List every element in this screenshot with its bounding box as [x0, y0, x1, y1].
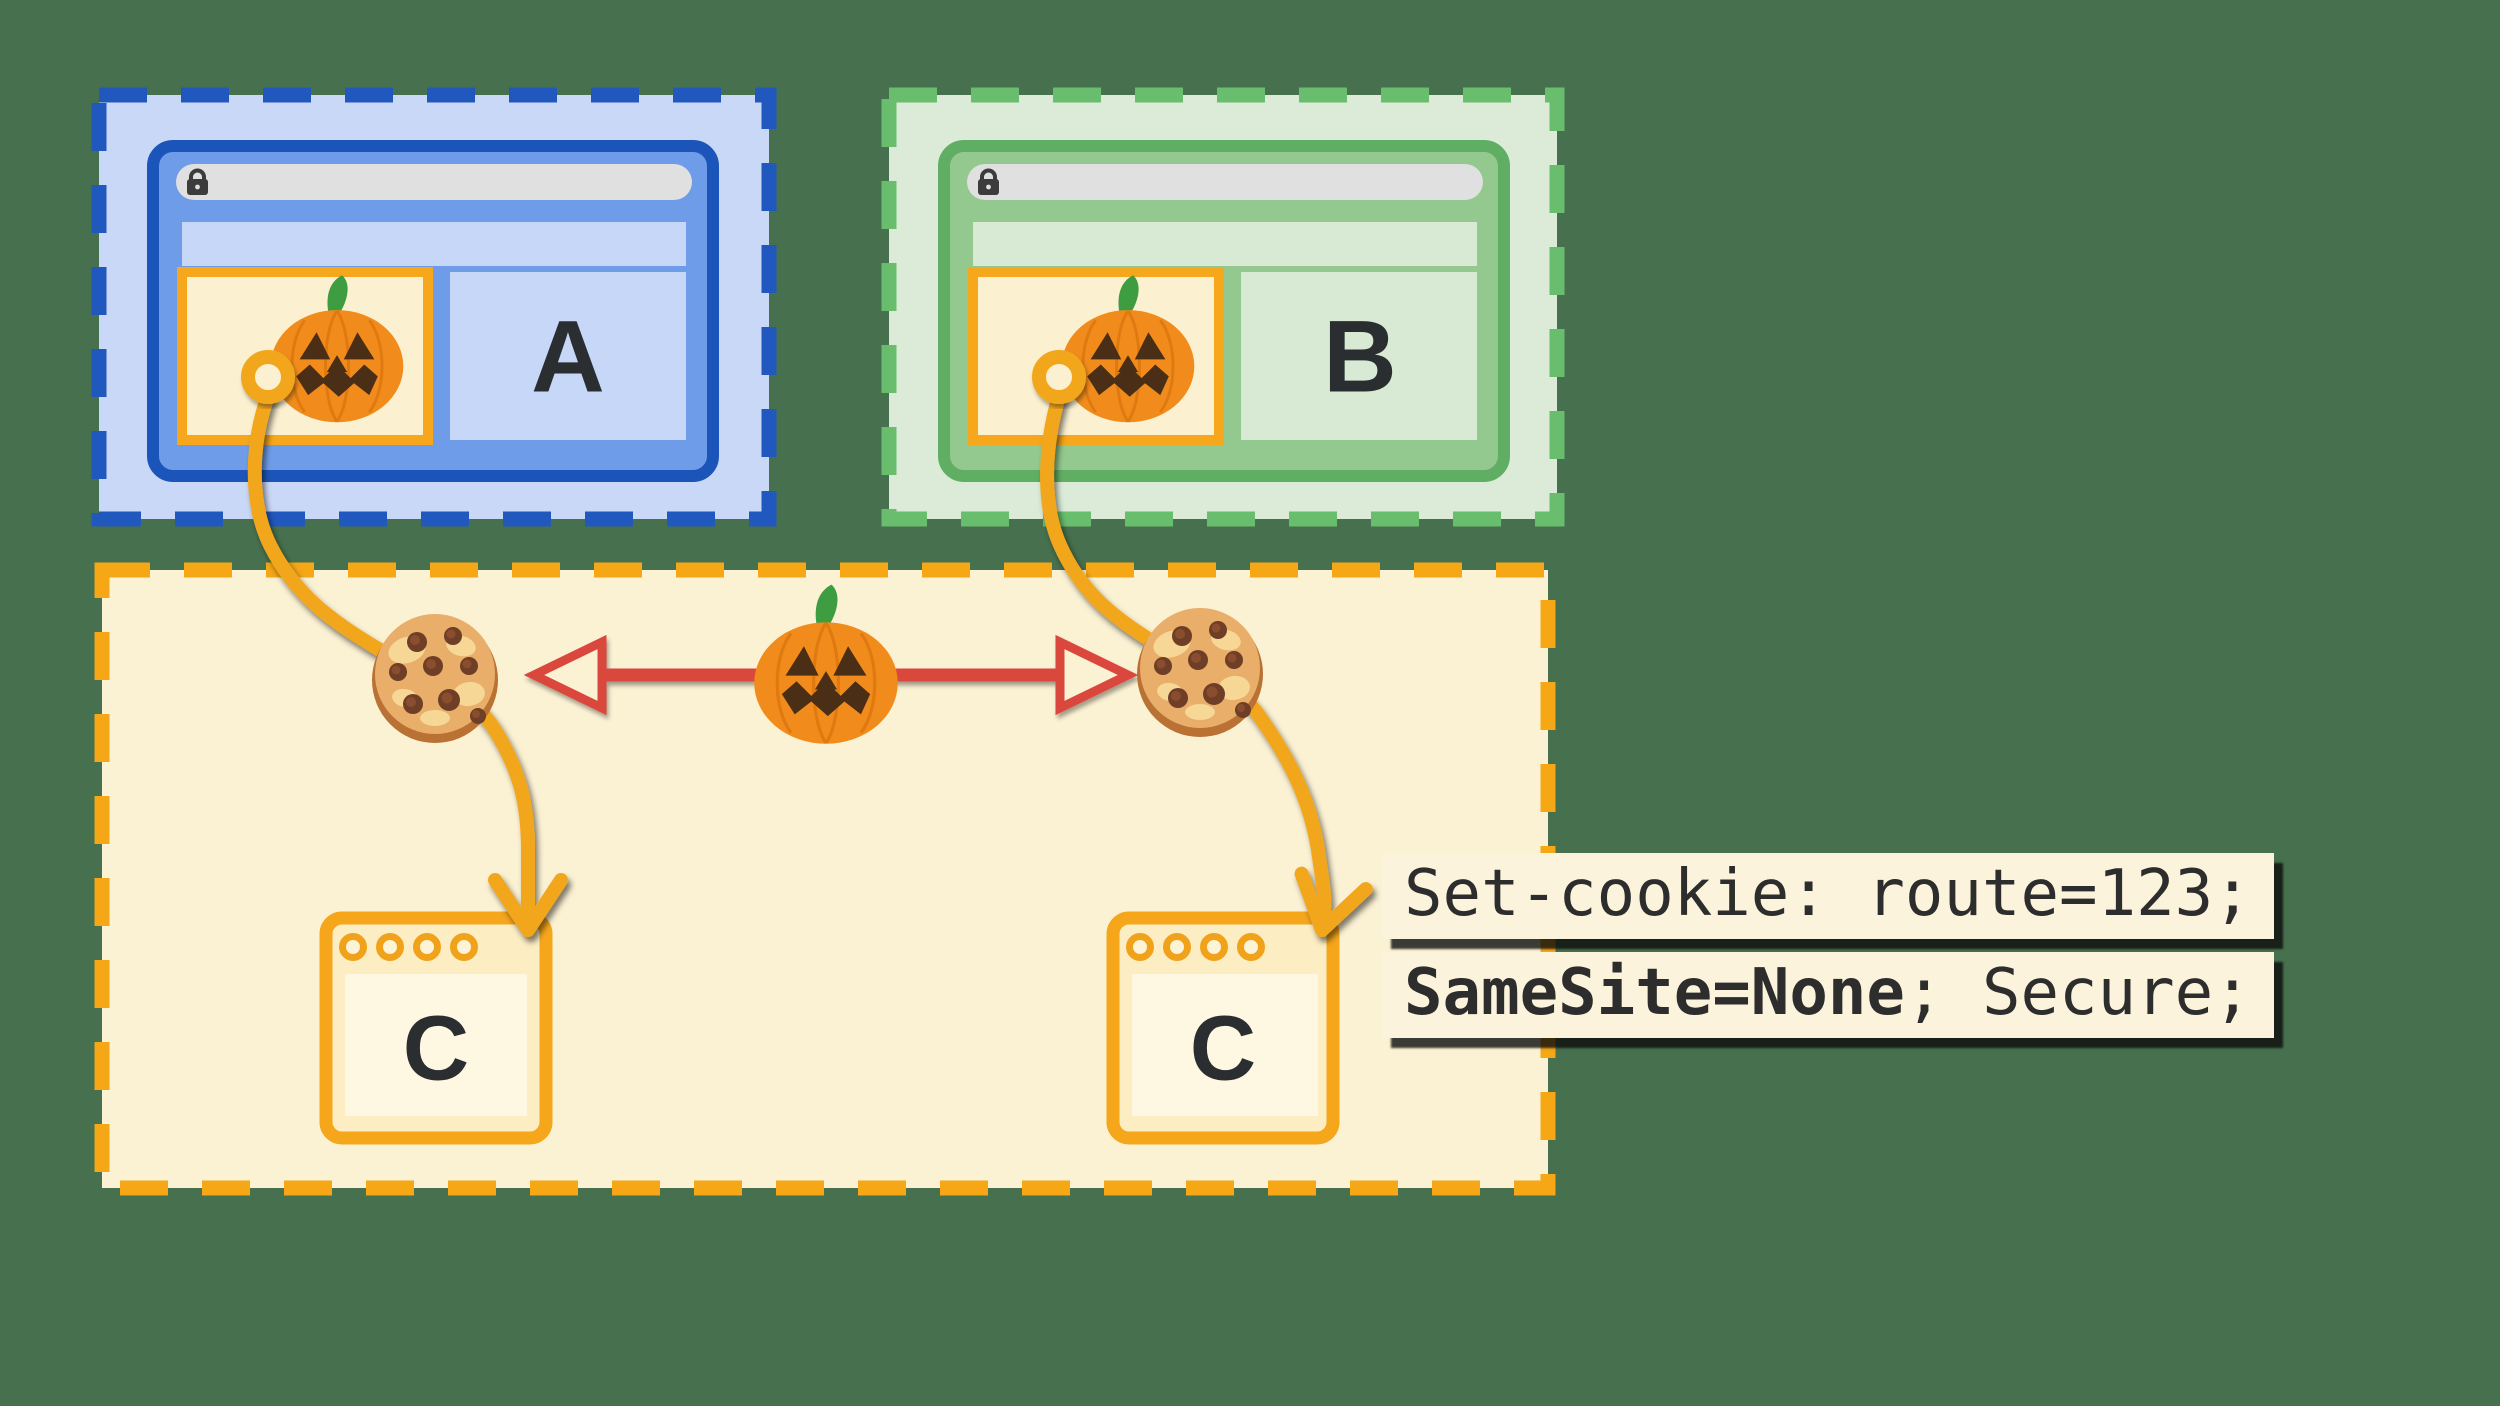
window-c-left-label: C [402, 997, 470, 1100]
site-b-label: B [1323, 299, 1397, 414]
browser-window-b [938, 140, 1510, 482]
site-a-panel [450, 272, 686, 440]
window-dot [450, 933, 478, 961]
window-dot [413, 933, 441, 961]
window-c-right [1106, 911, 1340, 1145]
secure-text: ; Secure; [1904, 956, 2252, 1030]
window-dot [339, 933, 367, 961]
set-cookie-header-line2: SameSite=None; Secure; [1382, 952, 2274, 1038]
set-cookie-header-line1: Set-cookie: route=123; [1382, 853, 2274, 939]
window-dot [1126, 933, 1154, 961]
arrowhead-right [1055, 634, 1139, 716]
browser-window-a [147, 140, 719, 482]
cookie-icon-right [1137, 608, 1263, 737]
window-dot [376, 933, 404, 961]
site-a-label: A [531, 299, 605, 414]
samesite-none-text: SameSite=None [1404, 956, 1905, 1030]
set-cookie-text: Set-cookie: route=123; [1404, 857, 2252, 931]
window-c-right-label: C [1189, 997, 1257, 1100]
ring-anchor-icon-a [241, 350, 295, 404]
arrowhead-left [523, 634, 607, 716]
ring-anchors [241, 350, 1086, 404]
url-bar-b [967, 164, 1483, 200]
window-c-left [319, 911, 553, 1145]
site-b-panel [1241, 272, 1477, 440]
cookie-icon-left [372, 614, 498, 743]
window-dot [1237, 933, 1265, 961]
url-bar-a [176, 164, 692, 200]
window-dot [1200, 933, 1228, 961]
content-band-a [182, 222, 686, 266]
ring-anchor-icon-b [1032, 350, 1086, 404]
window-dot [1163, 933, 1191, 961]
content-band-b [973, 222, 1477, 266]
